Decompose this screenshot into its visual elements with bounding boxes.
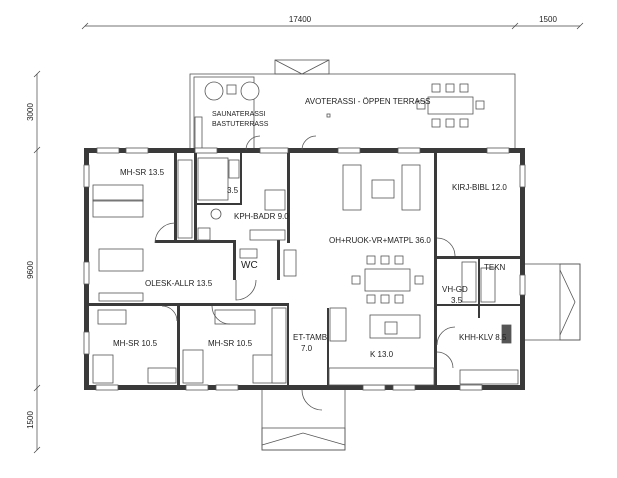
label-technical: TEKN: [484, 263, 506, 272]
label-sauna-terrace-sv: BASTUTERRASS: [212, 121, 269, 128]
shower: [264, 189, 286, 211]
dimension-1500-top: 1500: [539, 15, 557, 24]
coffee-table: [371, 179, 395, 199]
label-wc: WC: [241, 260, 258, 271]
doors: [154, 135, 456, 369]
desk-2: [182, 349, 204, 384]
kitchen-counter: [328, 367, 435, 386]
dimension-left: [33, 70, 41, 454]
label-wardrobe: VH-GD: [442, 285, 468, 294]
bed-1: [97, 309, 127, 325]
interior-walls: [89, 153, 520, 385]
dining-table-outdoor: [427, 96, 474, 115]
furniture: [92, 157, 519, 386]
label-library: KIRJ-BIBL 12.0: [452, 183, 507, 192]
label-living: OH+RUOK-VR+MATPL 36.0: [329, 236, 431, 245]
stove-icon: [384, 321, 398, 335]
sofa-right: [401, 164, 421, 211]
closet: [271, 307, 287, 384]
label-sauna-area: 3.5: [227, 186, 239, 195]
label-kitchen: K 13.0: [370, 350, 394, 359]
tv-stand: [98, 292, 144, 302]
bed-2: [214, 309, 256, 325]
sink-icon: [210, 208, 222, 220]
label-hall: ET-TAMB: [293, 333, 327, 342]
technical-unit: [480, 267, 496, 303]
hall-closet: [329, 307, 347, 342]
sofa-left: [342, 164, 362, 211]
label-sauna-terrace-fi: SAUNATERASSI: [212, 111, 266, 118]
wc-sink: [239, 248, 258, 259]
dimension-9600: 9600: [26, 261, 35, 279]
label-bathroom: KPH-BADR 9.0: [234, 212, 289, 221]
label-master-bedroom: MH-SR 13.5: [120, 168, 165, 177]
label-wardrobe-area: 3.5: [451, 296, 463, 305]
label-lounge: OLESK-ALLR 13.5: [145, 279, 213, 288]
desk-1: [92, 354, 114, 384]
label-utility: KHH-KLV 8.5: [459, 333, 507, 342]
label-terrace: AVOTERASSI - ÖPPEN TERRASS: [305, 97, 431, 106]
side-table: [226, 84, 237, 95]
armchair-icon: [240, 81, 260, 101]
dimension-17400: 17400: [289, 15, 312, 24]
boiler-icon: [501, 324, 512, 344]
dimension-1500-left: 1500: [26, 411, 35, 429]
dimension-top: [81, 22, 584, 30]
toilet-icon: [197, 227, 211, 241]
dining-table: [364, 268, 411, 292]
bathtub: [249, 229, 286, 241]
sauna-stove-icon: [228, 159, 240, 179]
dimension-3000: 3000: [26, 103, 35, 121]
sauna-bench: [197, 157, 229, 201]
windows: [83, 147, 526, 391]
sofa: [98, 248, 144, 272]
label-bedroom-2: MH-SR 10.5: [208, 339, 253, 348]
label-hall-area: 7.0: [301, 344, 313, 353]
washing-machine: [283, 249, 297, 277]
wardrobe-rack: [461, 261, 477, 303]
side-porch: [522, 263, 581, 341]
utility-counter: [459, 369, 519, 385]
armchair-icon: [204, 81, 224, 101]
entrance-porch: [261, 387, 346, 451]
label-bedroom-1: MH-SR 10.5: [113, 339, 158, 348]
